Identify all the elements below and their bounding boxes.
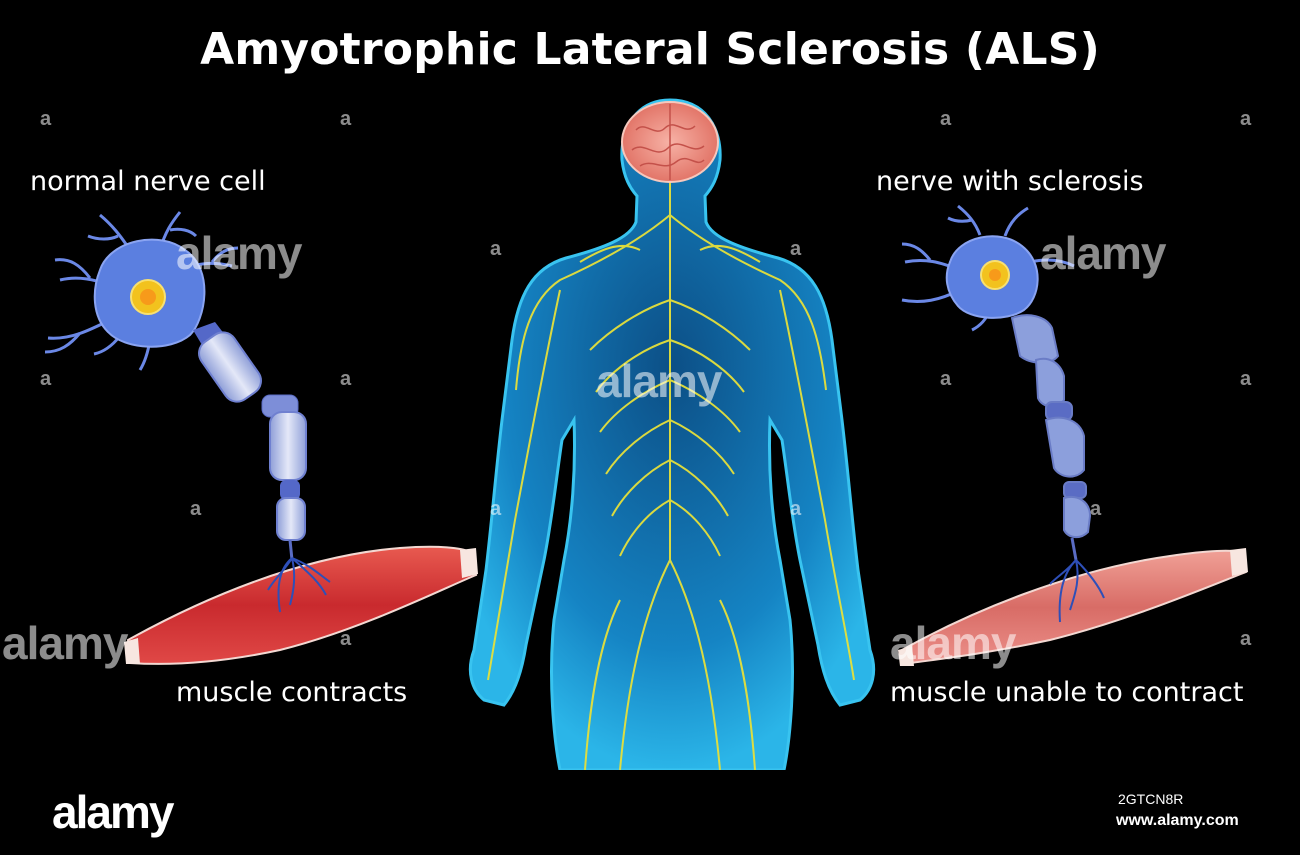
label-muscle-contracts: muscle contracts bbox=[176, 677, 408, 708]
watermark-a: a bbox=[790, 498, 802, 520]
watermark: alamy bbox=[1040, 227, 1166, 279]
watermark-a: a bbox=[1090, 498, 1102, 520]
watermark-a: a bbox=[490, 238, 502, 260]
label-normal-nerve: normal nerve cell bbox=[30, 166, 266, 197]
watermark-a: a bbox=[1240, 108, 1252, 130]
page-title: Amyotrophic Lateral Sclerosis (ALS) bbox=[200, 24, 1100, 75]
illustration bbox=[44, 98, 1248, 770]
neuron-sclerosis-icon bbox=[901, 204, 1092, 561]
watermark-a: a bbox=[490, 498, 502, 520]
watermark-a: a bbox=[190, 498, 202, 520]
watermark-a: a bbox=[340, 628, 352, 650]
watermark: alamy bbox=[2, 617, 128, 669]
watermark: alamy bbox=[176, 227, 302, 279]
watermark: alamy bbox=[890, 617, 1016, 669]
watermark-a: a bbox=[40, 368, 52, 390]
muscle-icon bbox=[124, 545, 478, 665]
watermark-a: a bbox=[790, 238, 802, 260]
watermark-a: a bbox=[940, 108, 952, 130]
neuron-icon bbox=[44, 211, 307, 561]
human-body-icon bbox=[468, 98, 876, 770]
footer-bar bbox=[0, 770, 1300, 855]
image-id: 2GTCN8R bbox=[1118, 791, 1184, 807]
alamy-logo: alamy bbox=[52, 786, 174, 838]
label-muscle-unable: muscle unable to contract bbox=[890, 677, 1244, 708]
watermark-a: a bbox=[1240, 368, 1252, 390]
watermark-a: a bbox=[40, 108, 52, 130]
watermark-a: a bbox=[340, 368, 352, 390]
watermark-a: a bbox=[940, 368, 952, 390]
site-url[interactable]: www.alamy.com bbox=[1116, 812, 1239, 829]
muscle-weak-icon bbox=[898, 548, 1248, 666]
watermark-a: a bbox=[340, 108, 352, 130]
label-sclerosis-nerve: nerve with sclerosis bbox=[876, 166, 1144, 197]
watermark-a: a bbox=[1240, 628, 1252, 650]
brain-icon bbox=[621, 101, 719, 183]
watermark: alamy bbox=[596, 355, 722, 407]
